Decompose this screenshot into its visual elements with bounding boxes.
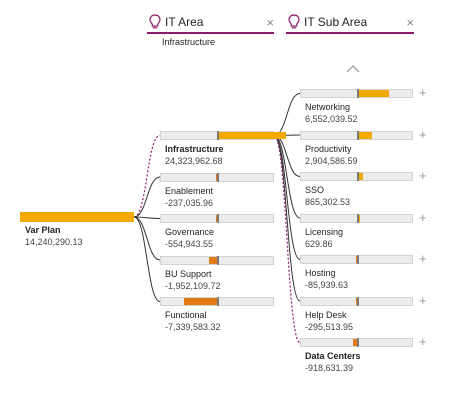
chevron-up-icon[interactable]: [345, 64, 361, 74]
node-value: 629.86: [305, 238, 333, 249]
expand-plus-icon[interactable]: +: [419, 126, 427, 142]
node-bar[interactable]: [160, 214, 274, 223]
node-bar-baseline: [217, 297, 219, 306]
node-bar-fill: [358, 173, 363, 180]
expand-plus-icon[interactable]: +: [419, 168, 427, 183]
node-value: -918,631.39: [305, 363, 354, 373]
level-header-selected-value: Infrastructure: [162, 37, 216, 47]
node-value: -554,943.55: [165, 239, 214, 249]
node-name: Hosting: [305, 268, 336, 278]
connector-line: [133, 216, 161, 302]
node-value: 24,323,962.68: [165, 156, 223, 166]
expand-plus-icon[interactable]: +: [419, 209, 427, 225]
node-name: Functional: [165, 310, 207, 320]
root-bar[interactable]: [20, 212, 134, 222]
level-header-label: IT Sub Area: [304, 15, 368, 29]
connector-line: [133, 216, 161, 219]
node-name: Productivity: [305, 143, 352, 154]
node-name: Help Desk: [305, 309, 347, 320]
node-bar[interactable]: [160, 297, 274, 306]
node-bar-baseline: [217, 131, 219, 140]
node-name: SSO: [305, 185, 325, 195]
node-name: Enablement: [165, 185, 214, 196]
connector-line: [133, 134, 161, 218]
node-bar[interactable]: [300, 130, 413, 140]
node-bar[interactable]: [300, 213, 413, 223]
expand-plus-icon[interactable]: +: [419, 292, 427, 308]
level-header-it-sub-area[interactable]: IT Sub Area ×: [286, 12, 414, 34]
lightbulb-icon: [149, 14, 161, 29]
node-bar-baseline: [217, 255, 219, 265]
node-bar[interactable]: [300, 172, 413, 181]
node-bar-fill: [218, 132, 286, 139]
node-bar[interactable]: [300, 89, 413, 98]
node-bar-baseline: [217, 214, 219, 223]
expand-plus-icon[interactable]: +: [419, 85, 427, 100]
node-name: Infrastructure: [165, 144, 224, 154]
node-value: -85,939.63: [305, 280, 349, 290]
level-header-label: IT Area: [165, 15, 204, 29]
level-header-it-area[interactable]: IT Area ×: [147, 12, 274, 34]
node-value: 6,552,039.52: [305, 114, 358, 124]
node-value: -295,513.95: [305, 321, 354, 332]
node-bar-baseline: [217, 172, 219, 182]
node-name: Data Centers: [305, 351, 361, 361]
node-value: 865,302.53: [305, 197, 351, 207]
node-bar[interactable]: [300, 296, 413, 306]
node-value: -237,035.96: [165, 197, 214, 208]
node-bar-baseline: [357, 255, 359, 264]
node-name: Licensing: [305, 226, 344, 237]
node-bar[interactable]: [300, 338, 413, 347]
node-bar[interactable]: [160, 255, 274, 265]
close-icon[interactable]: ×: [406, 14, 414, 30]
node-bar[interactable]: [160, 172, 274, 182]
connector-line: [273, 135, 301, 219]
node-bar-fill: [209, 256, 218, 264]
node-value: 2,904,586.59: [305, 155, 358, 166]
node-bar-baseline: [357, 338, 359, 347]
connector-line: [273, 93, 301, 136]
node-bar[interactable]: [160, 131, 286, 140]
node-name: Governance: [165, 227, 215, 237]
root-node-value: 14,240,290.13: [25, 237, 83, 247]
connector-line: [133, 216, 161, 261]
node-bar-baseline: [357, 296, 359, 306]
node-bar-fill: [358, 90, 389, 97]
node-bar-fill: [358, 131, 372, 139]
connector-line: [133, 176, 161, 218]
node-bar[interactable]: [300, 255, 413, 264]
node-bar-baseline: [357, 172, 359, 181]
node-bar-fill: [358, 214, 360, 222]
connector-line: [273, 134, 301, 344]
connector-line: [273, 135, 301, 260]
node-name: Networking: [305, 102, 351, 112]
node-bar-baseline: [357, 130, 359, 140]
expand-plus-icon[interactable]: +: [419, 334, 427, 349]
node-name: BU Support: [165, 268, 212, 279]
lightbulb-icon: [288, 14, 300, 29]
close-icon[interactable]: ×: [266, 14, 274, 30]
node-value: -1,952,109.72: [165, 280, 221, 291]
node-value: -7,339,583.32: [165, 322, 221, 332]
node-bar-baseline: [357, 89, 359, 98]
node-bar-fill: [184, 298, 218, 305]
node-bar-fill: [353, 339, 358, 346]
expand-plus-icon[interactable]: +: [419, 251, 427, 266]
root-node-name: Var Plan: [25, 225, 61, 235]
connector-line: [273, 135, 301, 302]
node-bar-baseline: [357, 213, 359, 223]
